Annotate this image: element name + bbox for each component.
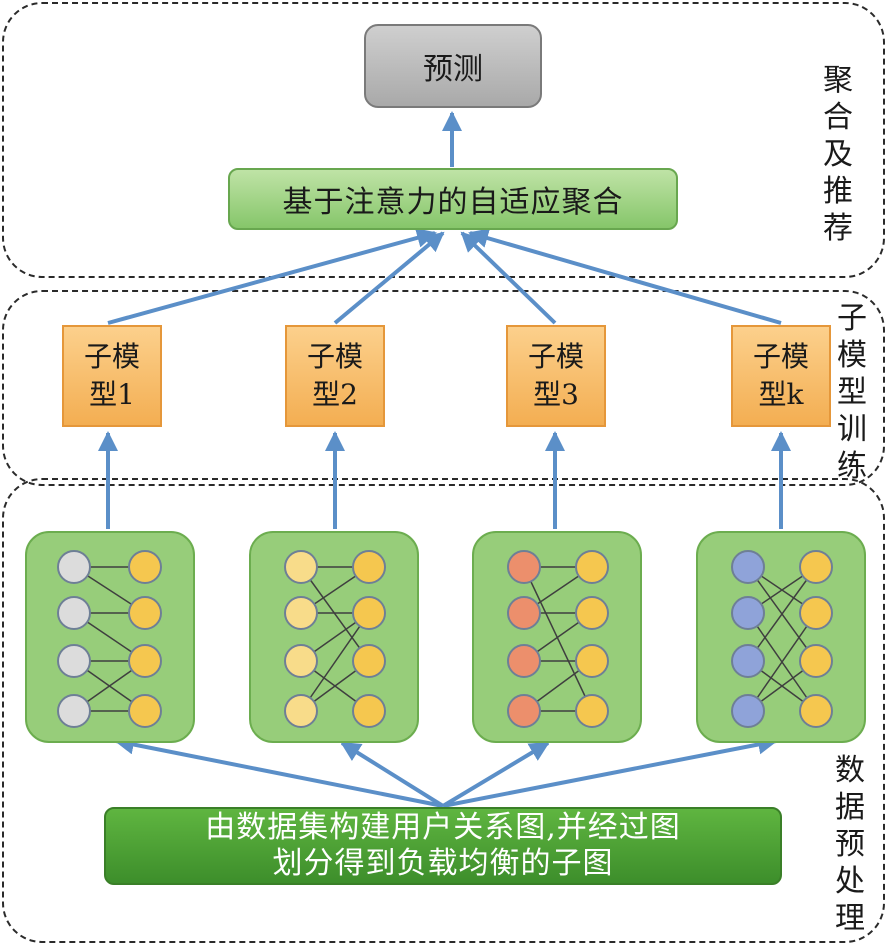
left-node (284, 550, 318, 584)
left-node (731, 694, 765, 728)
submodel-2-box: 子模 型2 (285, 325, 385, 427)
left-node (507, 644, 541, 678)
left-node (507, 694, 541, 728)
region-label-preprocessing: 数据预处理 (835, 753, 865, 936)
subgraph-card-3 (472, 531, 642, 743)
subgraph-k-graph (731, 550, 833, 728)
left-node (57, 596, 91, 630)
right-node (799, 644, 833, 678)
left-node (731, 596, 765, 630)
data-preprocessing-box: 由数据集构建用户关系图,并经过图 划分得到负载均衡的子图 (104, 807, 782, 885)
arrow-data-to-subgraph2 (340, 741, 445, 808)
left-node (284, 694, 318, 728)
data-box-line2: 划分得到负载均衡的子图 (272, 846, 614, 881)
left-node (284, 596, 318, 630)
arrow-data-to-subgraphk (442, 734, 778, 808)
arrow-submodel1-to-aggregation (107, 228, 437, 325)
arrow-submodelk-to-aggregation (468, 228, 782, 325)
submodel-1-box: 子模 型1 (62, 325, 162, 427)
right-node (352, 550, 386, 584)
right-node (352, 644, 386, 678)
submodel-line2: 型k (758, 378, 804, 411)
submodel-line2: 型1 (89, 378, 135, 411)
left-node (284, 644, 318, 678)
predict-box: 预测 (364, 24, 542, 108)
right-node (128, 550, 162, 584)
subgraph-card-1 (25, 531, 195, 743)
region-aggregation-recommendation (2, 2, 885, 278)
region-label-training: 子模型训练 (837, 301, 867, 484)
left-node (731, 550, 765, 584)
subgraph-3-graph (507, 550, 609, 728)
submodel-3-box: 子模 型3 (506, 325, 606, 427)
submodel-line1: 子模 (527, 340, 584, 373)
left-node (57, 644, 91, 678)
right-node (128, 694, 162, 728)
right-node (799, 596, 833, 630)
submodel-line2: 型3 (533, 378, 579, 411)
aggregation-box: 基于注意力的自适应聚合 (228, 168, 678, 230)
right-node (352, 596, 386, 630)
left-node (57, 694, 91, 728)
right-node (352, 694, 386, 728)
subgraph-card-2 (249, 531, 419, 743)
arrow-submodel3-to-aggregation (460, 231, 557, 325)
right-node (575, 694, 609, 728)
left-node (507, 596, 541, 630)
submodel-line2: 型2 (312, 378, 358, 411)
right-node (575, 550, 609, 584)
predict-label: 预测 (423, 52, 483, 87)
aggregation-label: 基于注意力的自适应聚合 (282, 185, 624, 220)
right-node (128, 644, 162, 678)
left-node (731, 644, 765, 678)
subgraph-2-graph (284, 550, 386, 728)
right-node (799, 694, 833, 728)
submodel-k-box: 子模 型k (731, 325, 831, 427)
right-node (575, 596, 609, 630)
data-box-line1: 由数据集构建用户关系图,并经过图 (205, 810, 681, 845)
region-submodel-training (2, 290, 885, 486)
arrow-submodel2-to-aggregation (333, 231, 445, 325)
left-node (507, 550, 541, 584)
arrow-data-to-subgraph3 (441, 741, 550, 808)
submodel-line1: 子模 (83, 340, 140, 373)
subgraph-card-k (696, 531, 866, 743)
arrow-data-to-subgraph1 (114, 734, 444, 808)
region-data-preprocessing (2, 478, 885, 943)
subgraph-1-graph (57, 550, 162, 728)
left-node (57, 550, 91, 584)
submodel-line1: 子模 (752, 340, 809, 373)
right-node (575, 644, 609, 678)
submodel-line1: 子模 (306, 340, 363, 373)
region-label-aggregation: 聚合及推荐 (823, 63, 853, 246)
right-node (799, 550, 833, 584)
right-node (128, 596, 162, 630)
